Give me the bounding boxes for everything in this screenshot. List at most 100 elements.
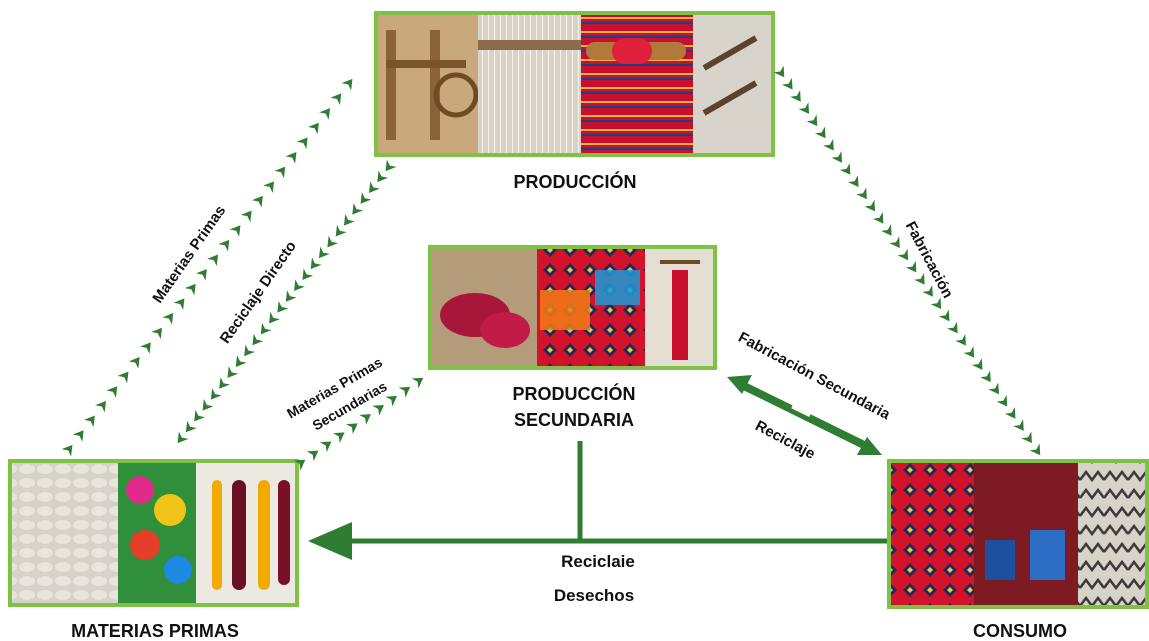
arrow-chevron [327,235,339,248]
arrow-chevron [83,415,95,428]
arrow-chevron [274,166,286,179]
red-yarn-loom-photo [432,249,537,366]
arrow-chevron [318,246,330,259]
arrow-chevron [277,300,289,313]
arrow-chevron [411,377,424,389]
arrow-chevron [302,268,314,280]
arrow-chevron [385,395,398,407]
arrow-chevron [773,65,785,78]
arrow-chevron [914,272,925,285]
arrow-chevron [814,126,826,139]
hanging-ornaments-photo [645,249,713,366]
arrow-chevron [194,409,206,422]
produccion-image-box [374,11,775,157]
arrow-chevron [881,224,892,236]
arrow-chevron [806,114,818,127]
arrow-chevron [938,309,950,322]
arrow-chevron [856,187,867,200]
arrow-chevron [922,285,933,297]
arrow-chevron [385,159,397,172]
flow-label-materias-primas: Materias Primas [149,202,229,306]
arrow-chevron [61,444,73,457]
arrow-chevron [897,248,909,261]
arrow-chevron [117,371,129,384]
zigzag-rug-photo [1078,463,1145,605]
arrow-chevron [227,366,239,378]
arrow-chevron [202,398,214,411]
raw-wool-photo [12,463,118,603]
arrow-chevron [377,170,389,183]
arrow-chevron [72,430,84,442]
red-rugs-photo [891,463,974,605]
flow-label-desechos: Desechos [554,586,634,605]
arrow-chevron [1021,431,1032,444]
market-stall-photo [974,463,1078,605]
arrow-chevron [219,377,231,389]
dyed-yarn-photo [118,463,196,603]
arrow-chevron [1013,419,1024,431]
arrow-chevron [368,181,380,193]
arrow-chevron [872,211,884,224]
arrow-chevron [173,298,185,311]
arrow-chevron [352,203,364,215]
colorful-textiles-photo [537,249,645,366]
arrow-chevron [319,441,332,453]
arrow-chevron [106,386,118,398]
arrow-chevron [1029,443,1041,456]
arrow-chevron [296,137,308,150]
arrow-chevron [128,357,140,369]
arrow-chevron [151,327,163,340]
produccion-secundaria-image-box [428,245,717,370]
arrow-chevron [251,195,263,208]
arrow-chevron [330,93,342,106]
arrow-chevron [285,290,297,302]
loom-workshop-photo [378,15,479,153]
arrow-chevron [980,370,991,383]
arrow-chevron [310,257,322,270]
arrow-chevron [139,342,151,354]
arrow-chevron [244,344,256,357]
materias-primas-image-box [8,459,299,607]
arrow-chevron [831,151,843,163]
arrow-chevron [955,333,966,346]
arrow-chevron [235,355,247,367]
consumo-image-box [887,459,1149,609]
flow-label-fabricacion-secundaria: Fabricación Secundaria [735,329,893,424]
arrow-chevron [285,152,297,164]
arrow-chevron [177,431,189,444]
hanging-skeins-photo [196,463,295,603]
arrow-chevron [240,210,252,223]
arrow-chevron [398,386,411,398]
loom-detail-photo [693,15,771,153]
label-materias-primas: MATERIAS PRIMAS [71,621,239,641]
arrow-reciclaie-desechos [308,441,887,560]
arrow-chevron [263,181,275,193]
arrow-materias-primas [61,78,353,457]
arrow-chevron [294,279,305,291]
arrow-materias-primas-secundarias [293,377,424,471]
arrow-fabricacion [773,65,1041,456]
arrow-chevron [988,382,999,395]
arrow-chevron [905,260,917,273]
arrow-chevron [359,414,371,425]
arrow-chevron [293,459,306,471]
arrow-chevron [95,400,107,413]
arrow-reciclaje-directo [177,159,397,444]
arrow-chevron [252,333,264,346]
arrow-chevron [996,394,1008,407]
arrow-chevron [185,420,197,433]
arrow-chevron [947,321,958,334]
arrow-chevron [218,239,230,252]
arrow-chevron [341,78,353,91]
arrow-chevron [332,432,345,444]
arrow-chevron [229,225,241,237]
arrow-chevron [162,313,174,325]
arrow-chevron [269,311,280,324]
red-weaving-shuttle-photo [581,15,693,153]
arrow-chevron [184,283,196,296]
label-produccion-secundaria-line2: SECUNDARIA [514,410,634,430]
arrow-chevron [306,450,319,462]
arrow-chevron [195,269,207,281]
arrow-chevron [307,122,319,135]
arrow-chevron [930,297,942,310]
